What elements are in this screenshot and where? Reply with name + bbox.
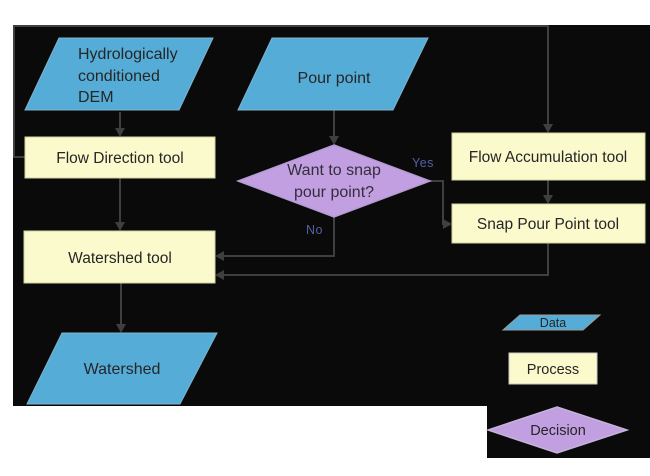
flow-accumulation-label: Flow Accumulation tool bbox=[469, 149, 628, 166]
edge-decision-yes-to-snap bbox=[430, 180, 452, 229]
dem-parallelogram bbox=[24, 37, 214, 111]
edge-decision-no-to-watershed-tool bbox=[215, 217, 335, 261]
edge-flow-direction-to-flow-accumulation bbox=[13, 25, 553, 158]
flow-direction-box bbox=[24, 136, 216, 179]
node-flow-direction: Flow Direction tool bbox=[24, 136, 216, 179]
node-decision: Want to snap pour point? bbox=[235, 144, 433, 218]
legend-item-process: Process bbox=[508, 352, 598, 385]
node-snap-pour-point: Snap Pour Point tool bbox=[451, 203, 646, 244]
pour-point-label: Pour point bbox=[298, 70, 371, 87]
decision-diamond bbox=[235, 144, 433, 218]
legend-decision-diamond bbox=[485, 406, 630, 454]
watershed-label: Watershed bbox=[84, 361, 161, 378]
node-watershed-tool: Watershed tool bbox=[23, 230, 216, 284]
legend-item-decision: Decision bbox=[485, 406, 630, 454]
dem-label-line3: DEM bbox=[78, 89, 114, 106]
pour-point-parallelogram bbox=[237, 37, 429, 111]
legend-process-box bbox=[508, 352, 598, 385]
legend-data-parallelogram bbox=[501, 314, 602, 331]
connectors bbox=[13, 25, 553, 333]
edge-label-yes: Yes bbox=[412, 156, 434, 170]
legend-decision-label: Decision bbox=[530, 423, 586, 439]
node-flow-accumulation: Flow Accumulation tool bbox=[451, 132, 646, 181]
watershed-tool-label: Watershed tool bbox=[68, 250, 172, 267]
edge-snap-to-watershed-tool bbox=[215, 243, 549, 280]
decision-label-line1: Want to snap bbox=[287, 162, 381, 179]
legend-data-label: Data bbox=[540, 316, 566, 330]
legend-process-label: Process bbox=[527, 362, 579, 378]
node-dem: Hydrologically conditioned DEM bbox=[24, 37, 214, 111]
legend-item-data: Data bbox=[501, 314, 602, 331]
flow-direction-label: Flow Direction tool bbox=[56, 150, 184, 167]
edge-label-no: No bbox=[306, 223, 323, 237]
snap-pour-point-box bbox=[451, 203, 646, 244]
watershed-parallelogram bbox=[26, 332, 218, 405]
dem-label-line1: Hydrologically bbox=[78, 46, 178, 63]
snap-pour-point-label: Snap Pour Point tool bbox=[477, 216, 619, 233]
dem-label-line2: conditioned bbox=[78, 68, 160, 85]
node-watershed: Watershed bbox=[26, 332, 218, 405]
node-pour-point: Pour point bbox=[237, 37, 429, 111]
flow-accumulation-box bbox=[451, 132, 646, 181]
decision-label-line2: pour point? bbox=[294, 184, 374, 201]
watershed-tool-box bbox=[23, 230, 216, 284]
legend: Data Process Decision bbox=[485, 314, 630, 454]
